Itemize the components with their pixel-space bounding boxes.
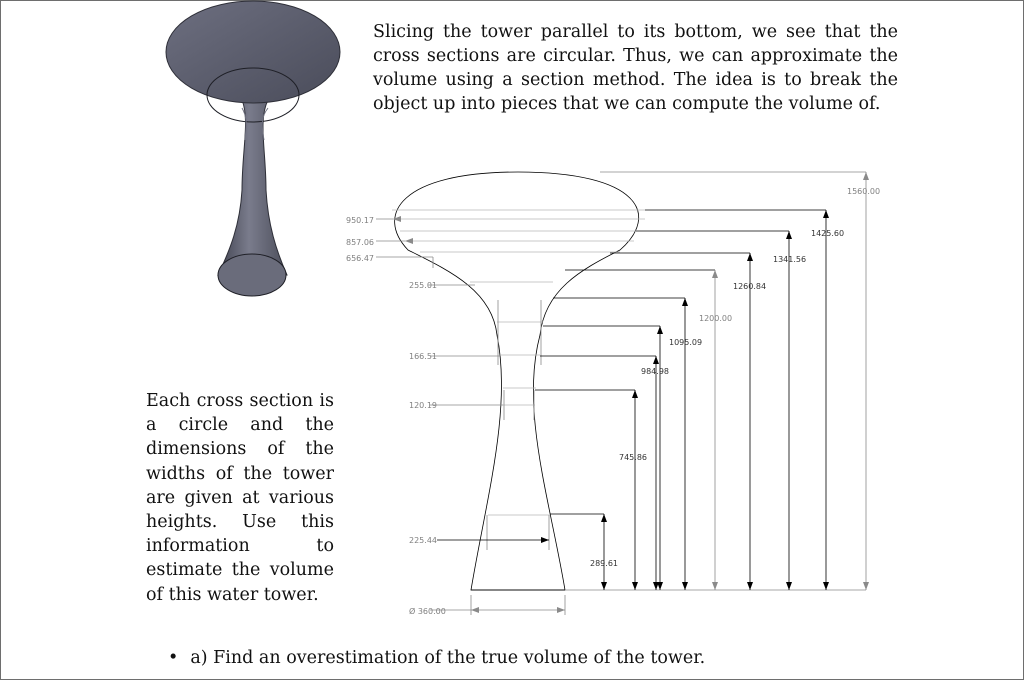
- width-label-950: 950.17: [346, 216, 374, 225]
- height-label-745: 745.86: [619, 453, 647, 462]
- intro-paragraph: Slicing the tower parallel to its bottom…: [373, 22, 898, 114]
- question-text: a) Find an overestimation of the true vo…: [190, 648, 706, 668]
- height-label-1560: 1560.00: [847, 187, 880, 196]
- width-label-166: 166.51: [409, 352, 437, 361]
- height-label-1095: 1095.09: [669, 338, 702, 347]
- height-label-1260: 1260.84: [733, 282, 766, 291]
- width-label-225: 225.44: [409, 536, 437, 545]
- width-label-360: Ø 360.00: [409, 606, 446, 616]
- tower-3d-render: [165, 0, 341, 297]
- question-item: • a) Find an overestimation of the true v…: [168, 646, 705, 670]
- height-label-289: 289.61: [590, 559, 618, 568]
- width-label-120: 120.19: [409, 401, 437, 410]
- height-label-1200: 1200.00: [699, 314, 732, 323]
- tower-profile: [394, 171, 639, 591]
- height-label-1341: 1341.56: [773, 255, 806, 264]
- width-label-857: 857.06: [346, 238, 374, 247]
- width-label-255: 255.01: [409, 281, 437, 290]
- side-paragraph: Each cross section is a circle and the d…: [146, 391, 334, 605]
- bullet-icon: •: [168, 648, 179, 668]
- height-label-1425: 1425.60: [811, 229, 844, 238]
- width-label-656: 656.47: [346, 254, 374, 263]
- height-label-984: 984.98: [641, 367, 669, 376]
